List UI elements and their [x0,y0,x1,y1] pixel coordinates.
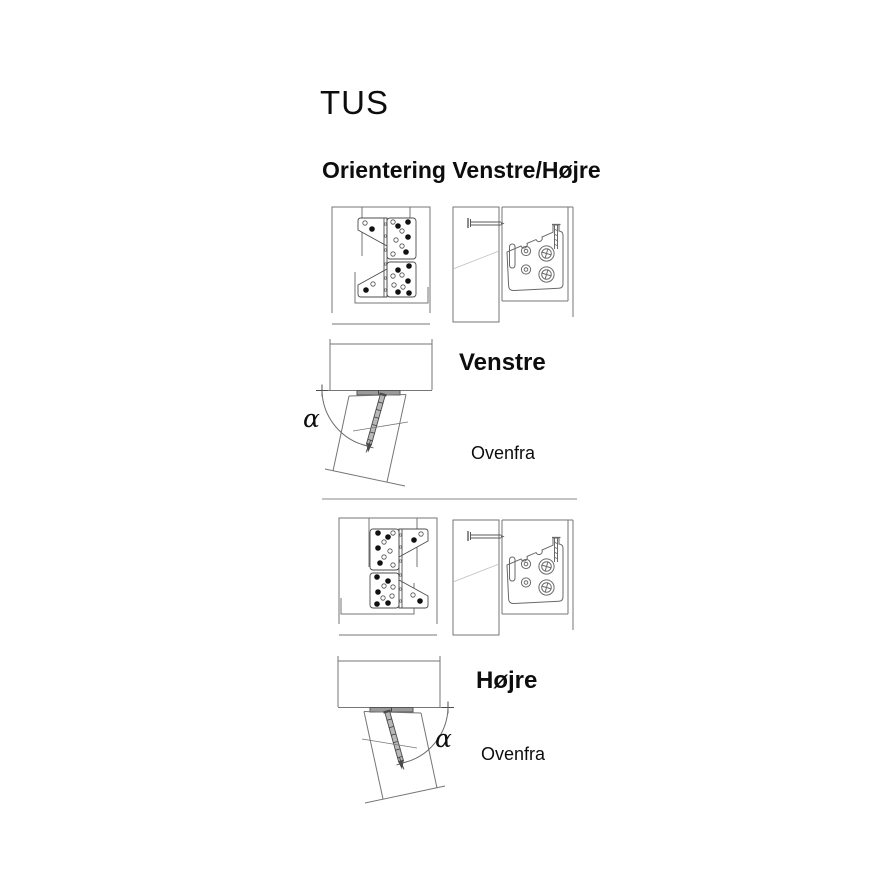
venstre-angle-symbol: α [303,404,320,433]
venstre-view-caption: Ovenfra [471,443,536,463]
hojre-view-caption: Ovenfra [481,744,546,764]
venstre-side-view [452,206,574,323]
hojre-label: Højre [476,667,538,694]
venstre-top-view [314,337,434,488]
page-heading: Orientering Venstre/Højre [322,157,601,183]
hojre-front-view [338,517,438,636]
venstre-label: Venstre [459,349,546,376]
hanger-bracket-left [357,217,417,298]
page-title: TUS [320,84,389,121]
hanger-bracket-right [369,528,429,609]
hojre-angle-symbol: α [435,724,452,753]
venstre-front-view [331,206,431,325]
hojre-side-view [452,519,574,636]
